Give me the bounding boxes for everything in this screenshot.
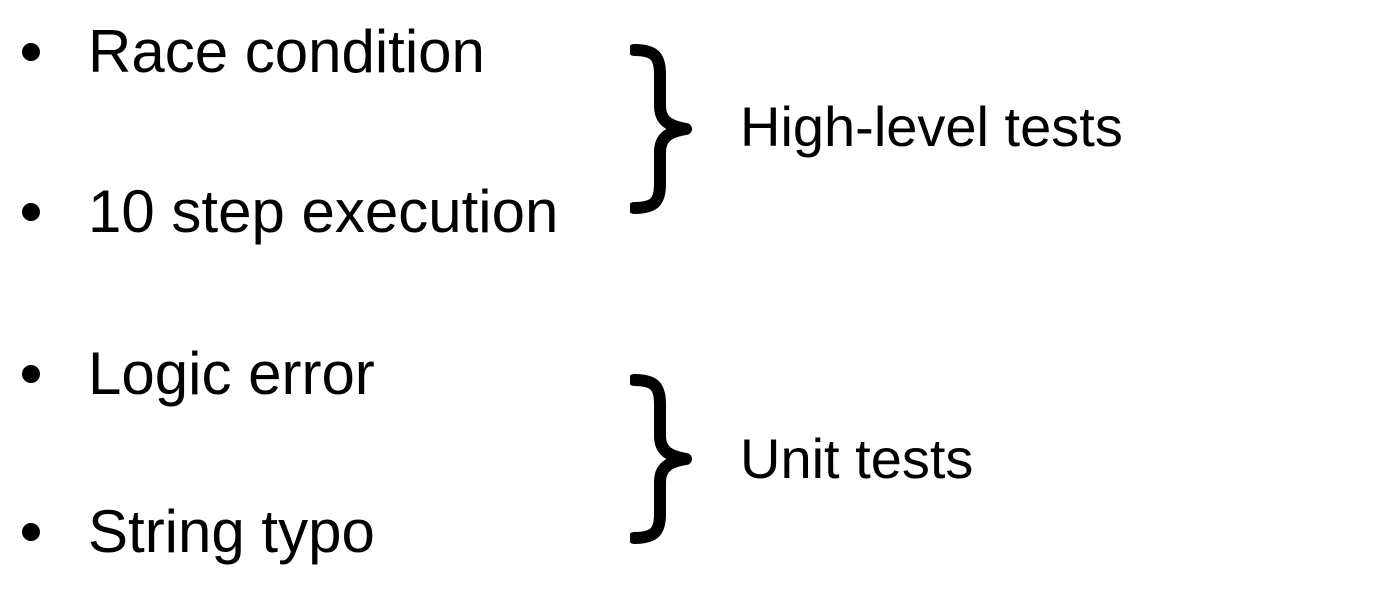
right-curly-brace-icon: [630, 44, 692, 214]
item-label: Logic error: [88, 340, 375, 407]
bullet-icon: [22, 203, 40, 221]
item-label: Race condition: [88, 18, 485, 85]
item-label: 10 step execution: [88, 178, 559, 245]
item-label: String typo: [88, 498, 375, 565]
bullet-icon: [22, 43, 40, 61]
group-label-high-level-tests: High-level tests: [740, 95, 1123, 158]
bullet-icon: [22, 365, 40, 383]
right-curly-brace-icon: [630, 374, 692, 544]
list-item-10-step-execution: 10 step execution: [18, 176, 558, 248]
bullet-icon: [22, 523, 40, 541]
list-item-logic-error: Logic error: [18, 338, 375, 410]
group-label-unit-tests: Unit tests: [740, 427, 974, 490]
list-item-string-typo: String typo: [18, 496, 375, 568]
list-item-race-condition: Race condition: [18, 16, 485, 88]
